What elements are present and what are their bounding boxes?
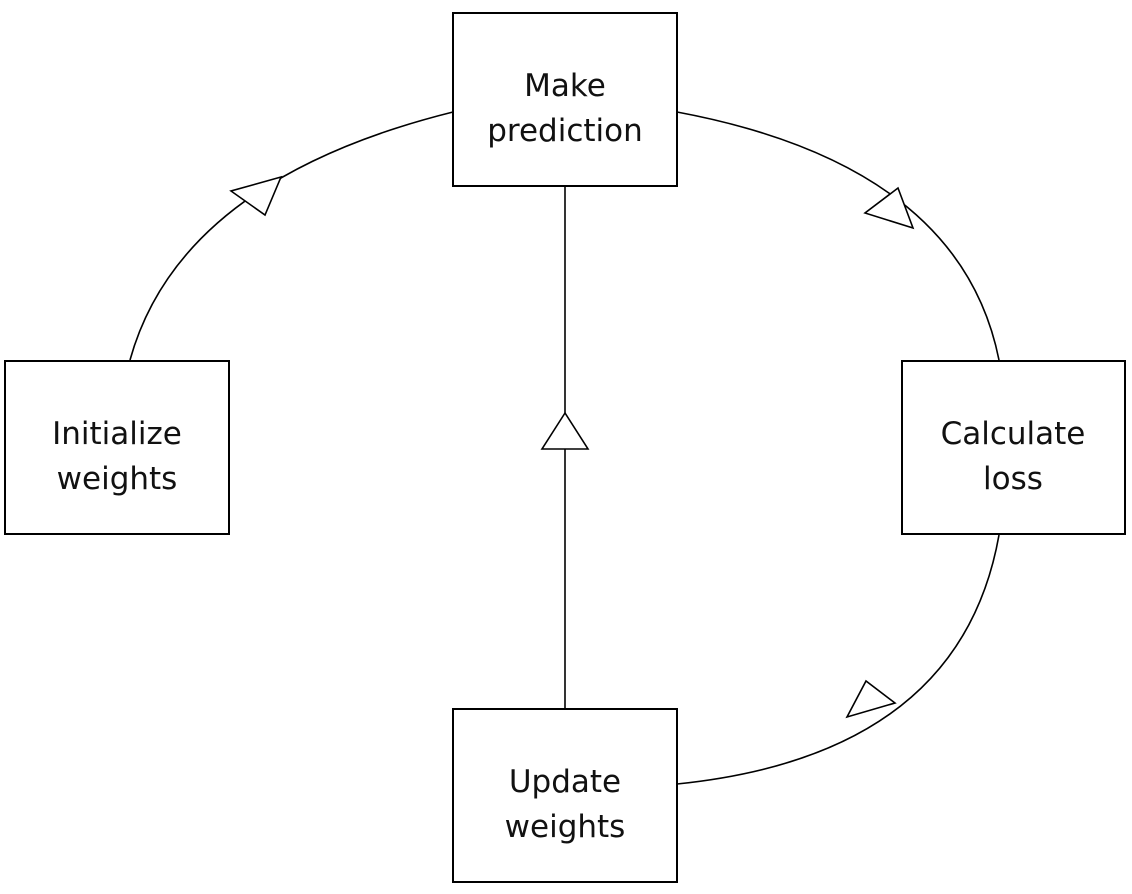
node-make-prediction: Make prediction — [452, 12, 678, 187]
node-update-weights-label-1: Update — [509, 764, 621, 800]
node-calculate-loss-box — [901, 360, 1126, 535]
edge-update-to-prediction — [540, 186, 590, 708]
node-initialize-weights-box — [4, 360, 230, 535]
node-make-prediction-label-1: Make — [524, 68, 606, 104]
node-initialize-weights-label-2: weights — [57, 461, 178, 497]
arrowhead-initialize-to-prediction — [229, 175, 283, 217]
node-make-prediction-box — [452, 12, 678, 187]
node-make-prediction-label-2: prediction — [487, 113, 643, 149]
node-initialize-weights: Initialize weights — [4, 360, 230, 535]
arrowhead-prediction-to-loss — [863, 186, 915, 230]
node-calculate-loss: Calculate loss — [901, 360, 1126, 535]
arrowhead-update-to-prediction — [540, 411, 590, 450]
edge-initialize-to-prediction — [129, 111, 454, 361]
edge-prediction-to-loss — [676, 111, 1000, 361]
node-update-weights: Update weights — [452, 708, 678, 883]
node-initialize-weights-label-1: Initialize — [52, 416, 182, 452]
edge-loss-to-update — [676, 534, 1000, 785]
node-calculate-loss-label-1: Calculate — [941, 416, 1086, 452]
arrowhead-loss-to-update — [845, 679, 897, 719]
node-calculate-loss-label-2: loss — [983, 461, 1043, 497]
node-update-weights-label-2: weights — [505, 809, 626, 845]
node-update-weights-box — [452, 708, 678, 883]
